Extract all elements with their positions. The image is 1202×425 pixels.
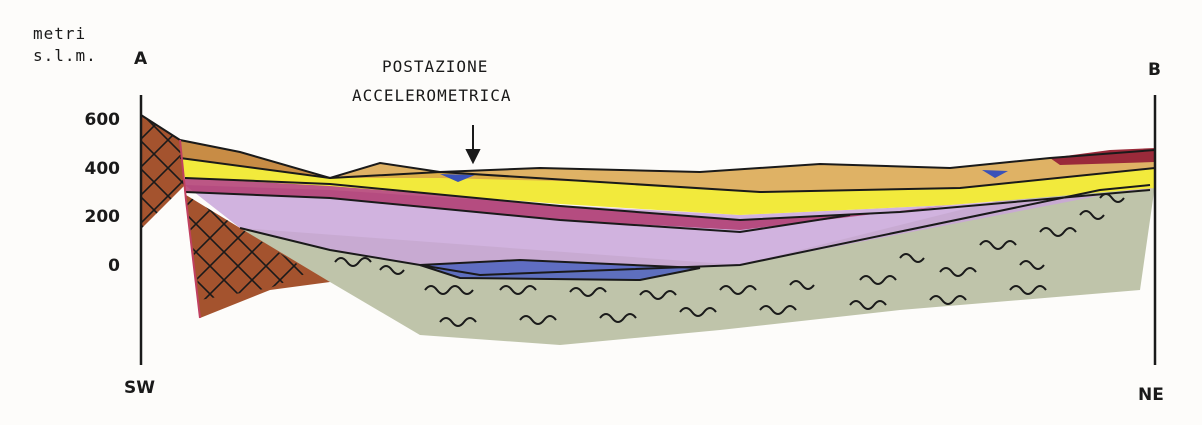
elevation-tick-label: 600 bbox=[70, 110, 120, 130]
elevation-tick-label: 400 bbox=[70, 159, 120, 179]
station-label-line2: ACCELEROMETRICA bbox=[352, 86, 512, 105]
station-label-line1: POSTAZIONE bbox=[382, 57, 488, 76]
elevation-tick-label: 0 bbox=[70, 256, 120, 276]
point-b-label: B bbox=[1148, 60, 1161, 80]
elevation-tick-label: 200 bbox=[70, 207, 120, 227]
direction-ne-label: NE bbox=[1138, 385, 1164, 405]
direction-sw-label: SW bbox=[124, 378, 155, 398]
point-a-label: A bbox=[134, 49, 147, 69]
station-arrow bbox=[467, 125, 479, 162]
unit-label-line1: metri bbox=[33, 24, 86, 43]
bedrock-block-left-hatch bbox=[140, 115, 185, 230]
unit-label-line2: s.l.m. bbox=[33, 46, 97, 65]
